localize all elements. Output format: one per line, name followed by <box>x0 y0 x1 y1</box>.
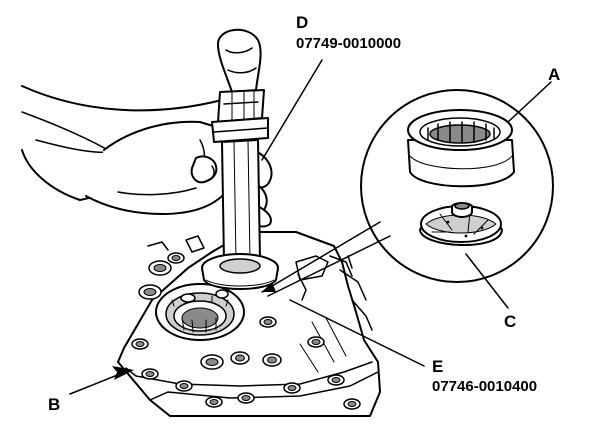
retaining-cap <box>419 202 503 247</box>
label-e-part-number: 07746-0010400 <box>432 378 537 395</box>
labels: A B C D 07749-0010000 E 07746-0010400 <box>48 13 560 414</box>
driver-handle <box>211 28 269 263</box>
leader-e <box>289 299 425 367</box>
bolt-holes <box>131 252 361 410</box>
driver-attachment <box>201 253 279 290</box>
leader-d <box>261 59 323 161</box>
label-b: B <box>48 395 60 414</box>
leader-c <box>465 253 509 309</box>
leader-b <box>69 369 131 395</box>
needle-bearing <box>407 109 515 188</box>
label-c: C <box>504 312 516 331</box>
leader-lines <box>69 59 552 395</box>
detail-circle <box>261 89 554 297</box>
label-a: A <box>548 65 560 84</box>
transmission-housing <box>117 231 381 417</box>
label-d-part-number: 07749-0010000 <box>296 35 401 52</box>
bearing-bore <box>155 283 245 341</box>
leader-a <box>507 81 552 123</box>
label-d: D <box>296 13 308 32</box>
label-e: E <box>432 357 443 376</box>
